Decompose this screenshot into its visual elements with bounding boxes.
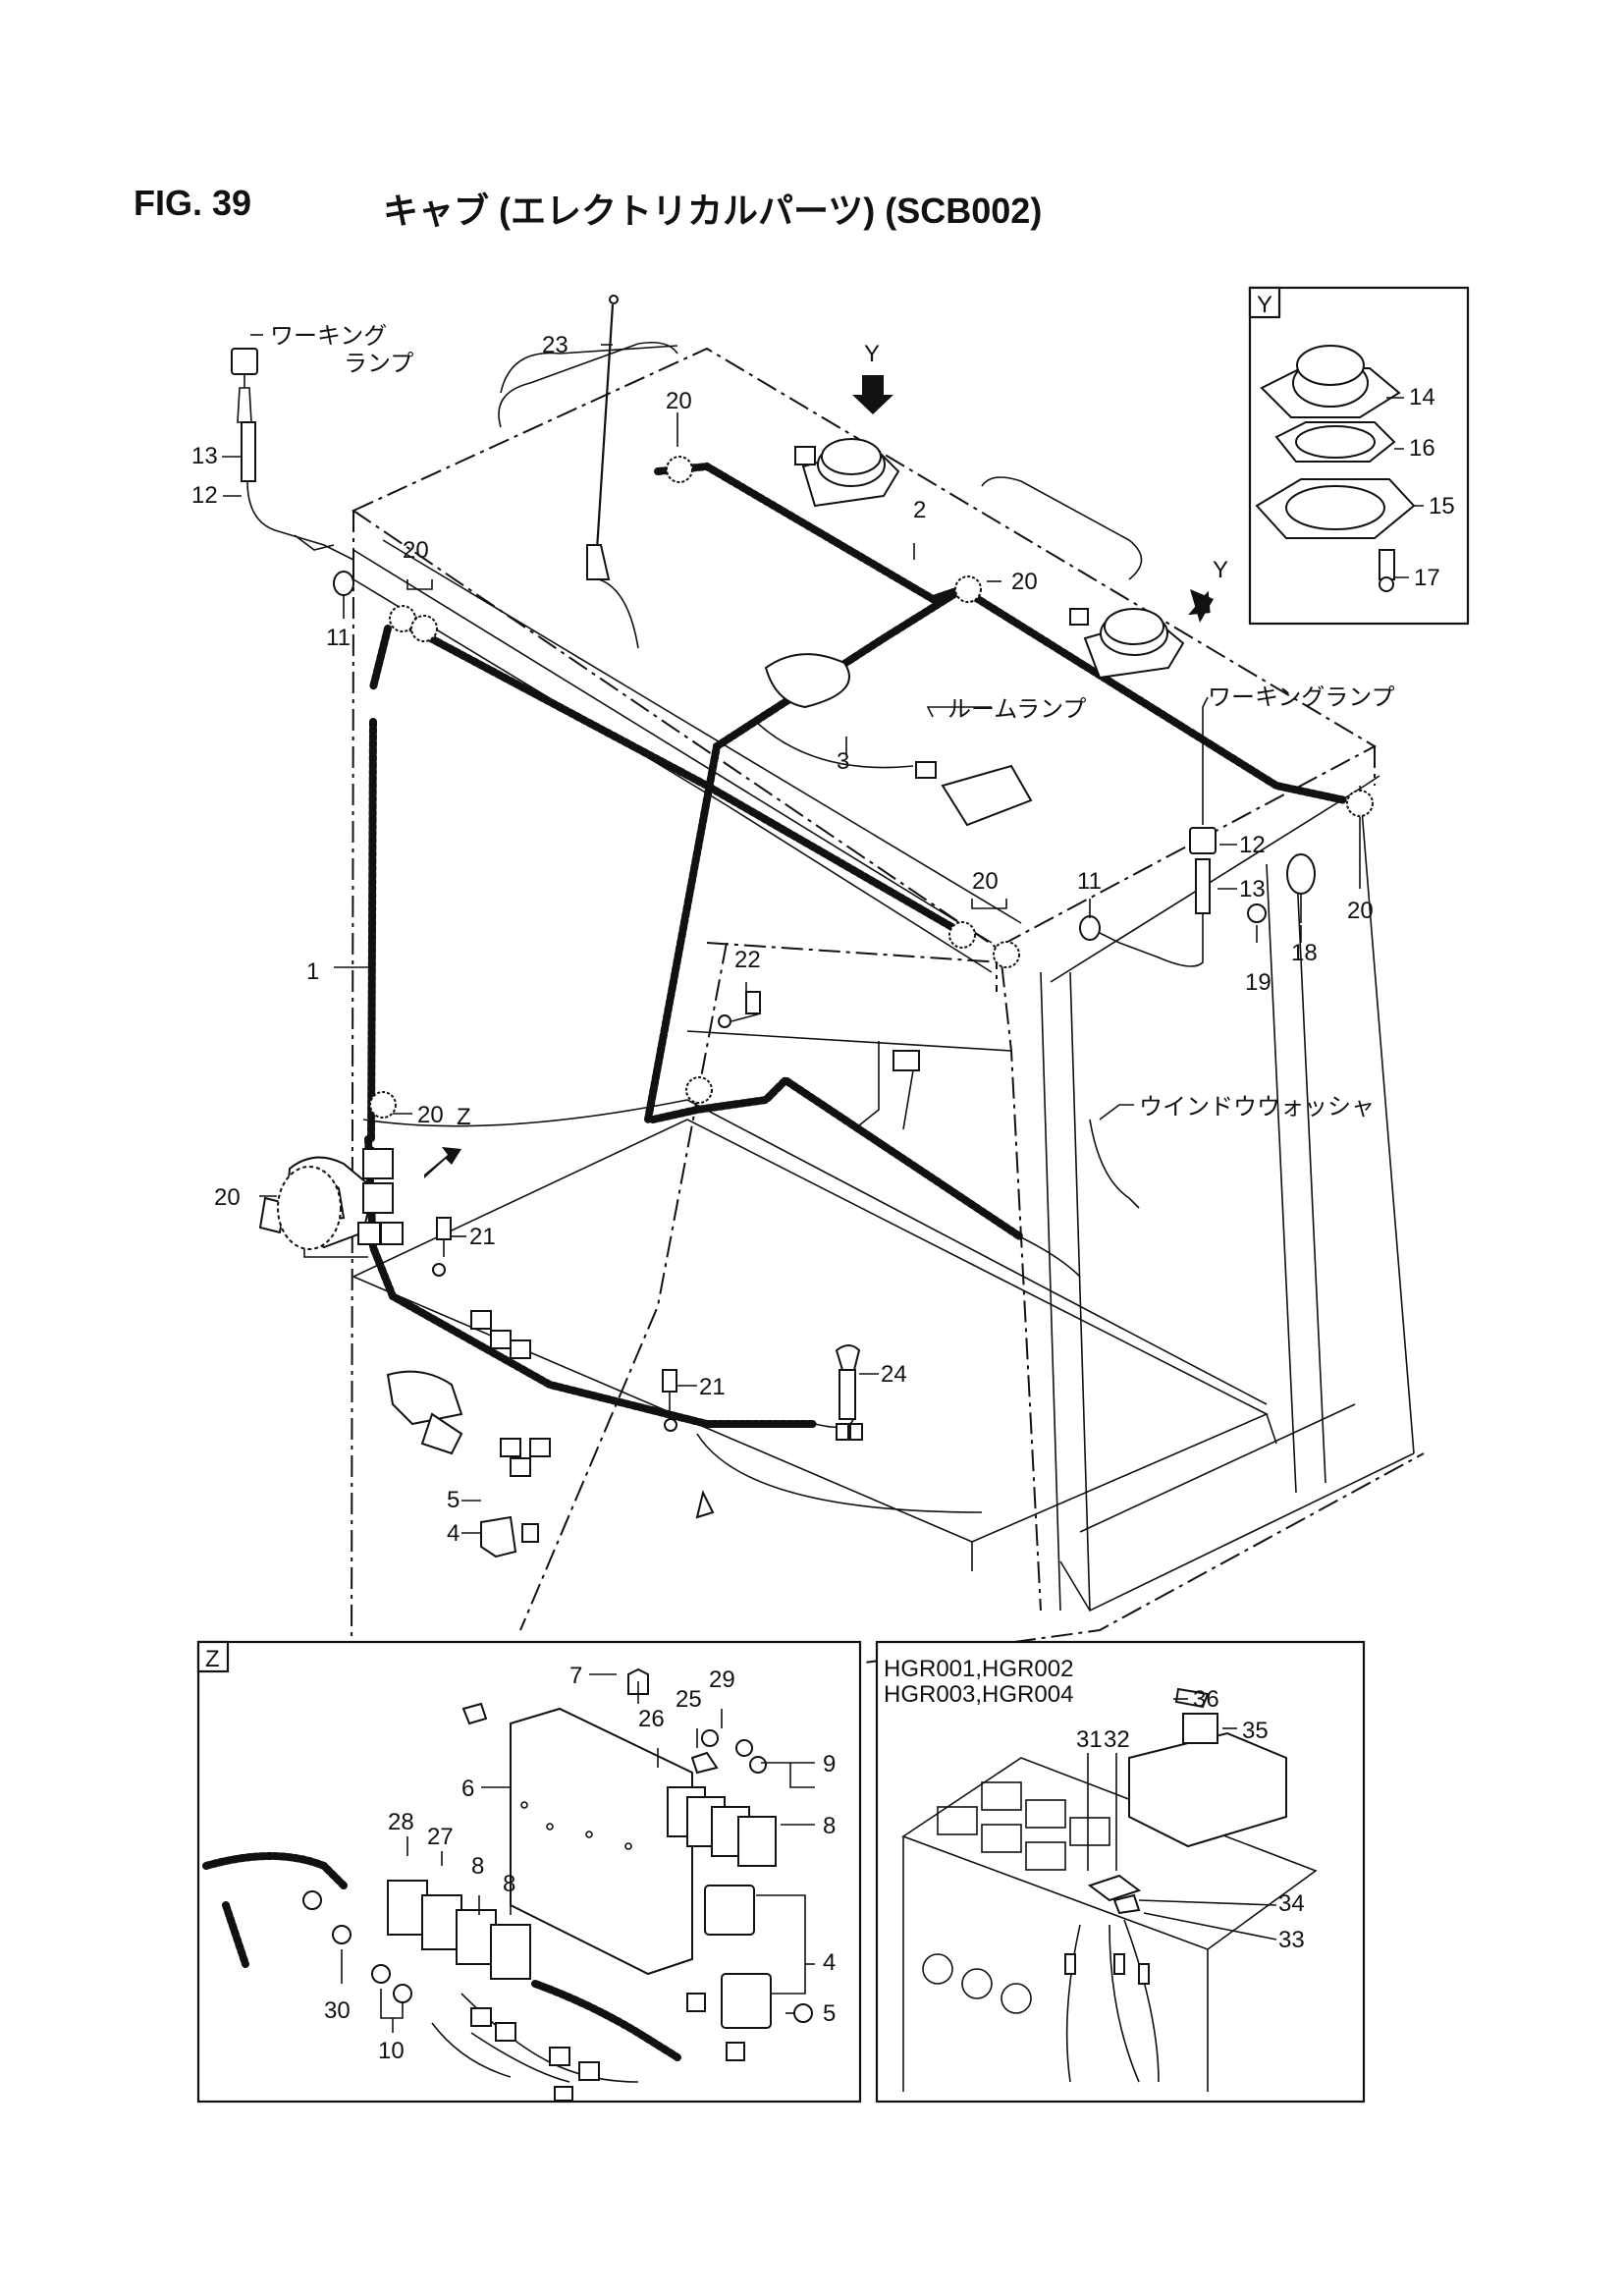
label-room-lamp: ルームランプ [947,695,1086,723]
detail-z-label: Z [205,1646,220,1672]
harness-clamps [277,456,1374,1250]
callout-35: 35 [1242,1718,1269,1744]
detail-hgr-panel [875,1640,1366,2104]
room-lamp [755,653,1033,827]
speaker-rear [794,438,900,508]
callout-2: 2 [913,497,926,523]
part-callouts: 1 2 3 4 5 11 11 12 12 13 13 20 20 20 20 … [191,332,1455,2064]
view-markers: Y Y Z Y Z HGR001,HGR002 HGR003,HGR004 [205,292,1272,1708]
callout-20-b: 20 [666,388,692,414]
callout-11-right: 11 [1077,868,1102,895]
callout-8-a: 8 [823,1813,836,1839]
callout-12-right: 12 [1239,832,1266,858]
callout-1: 1 [306,958,319,985]
figure-header: FIG. 39 キャブ (エレクトリカルパーツ) (SCB002) [134,183,1312,242]
callout-10: 10 [378,2038,405,2064]
view-y-marker-top: Y [864,341,880,367]
callout-30: 30 [324,1997,351,2024]
callout-32: 32 [1104,1726,1130,1753]
callout-20-a: 20 [403,537,429,564]
view-y-marker-side: Y [1213,557,1228,583]
detail-y-label: Y [1257,292,1272,318]
left-working-lamp [231,348,354,596]
callout-29: 29 [709,1667,735,1693]
callout-21-a: 21 [469,1224,496,1250]
callout-5: 5 [447,1487,460,1513]
callout-33: 33 [1278,1927,1305,1953]
callout-9: 9 [823,1751,836,1777]
callout-4: 4 [447,1520,460,1547]
callout-3: 3 [837,748,849,775]
callout-7: 7 [569,1663,582,1689]
callout-19: 19 [1245,969,1271,996]
callout-11-left: 11 [326,625,351,651]
callout-5-z: 5 [823,2000,836,2027]
callout-18: 18 [1291,940,1318,966]
callout-28: 28 [388,1809,414,1835]
callout-20-g: 20 [214,1184,241,1211]
view-z-marker: Z [457,1104,471,1130]
callout-17: 17 [1414,565,1440,591]
models-line-2: HGR003,HGR004 [884,1681,1073,1708]
callout-26: 26 [638,1706,665,1732]
leader-lines [222,334,1361,1534]
callout-13-left: 13 [191,443,218,469]
figure-number: FIG. 39 [134,183,252,223]
callout-23: 23 [542,332,568,358]
callout-8-b: 8 [471,1853,484,1880]
label-working-lamp-left-2: ランプ [344,350,413,377]
callout-12-left: 12 [191,482,218,509]
callout-27: 27 [427,1824,454,1850]
label-window-washer: ウインドウウォッシャ [1139,1093,1375,1121]
view-arrows [424,375,1214,1178]
callout-4-z: 4 [823,1949,836,1976]
callout-20-d: 20 [972,868,999,895]
callout-13-right: 13 [1239,876,1266,902]
figure-title: キャブ (エレクトリカルパーツ) (SCB002) [383,191,1043,231]
callout-14: 14 [1409,384,1435,410]
callout-24: 24 [881,1361,907,1388]
right-working-lamp [1079,827,1316,967]
callout-25: 25 [676,1686,702,1713]
callout-20-f: 20 [417,1102,444,1128]
detail-z-panel [196,1640,862,2104]
callout-36: 36 [1193,1686,1219,1713]
speaker-front [1069,608,1185,680]
detail-y-panel [1248,286,1470,626]
callout-15: 15 [1429,493,1455,519]
callout-31: 31 [1076,1726,1103,1753]
callout-8-c: 8 [503,1871,515,1897]
callout-22: 22 [734,947,761,973]
japanese-labels: ワーキング ランプ ワーキングランプ ルームランプ ウインドウウォッシャ [270,322,1395,1121]
callout-6: 6 [461,1776,474,1802]
label-working-lamp-right: ワーキングランプ [1208,683,1395,711]
models-line-1: HGR001,HGR002 [884,1656,1073,1682]
callout-20-e: 20 [1347,898,1374,924]
callout-16: 16 [1409,435,1435,462]
label-working-lamp-left-1: ワーキング [270,322,387,350]
callout-34: 34 [1278,1890,1305,1917]
callout-21-b: 21 [699,1374,726,1400]
callout-20-c: 20 [1011,569,1038,595]
